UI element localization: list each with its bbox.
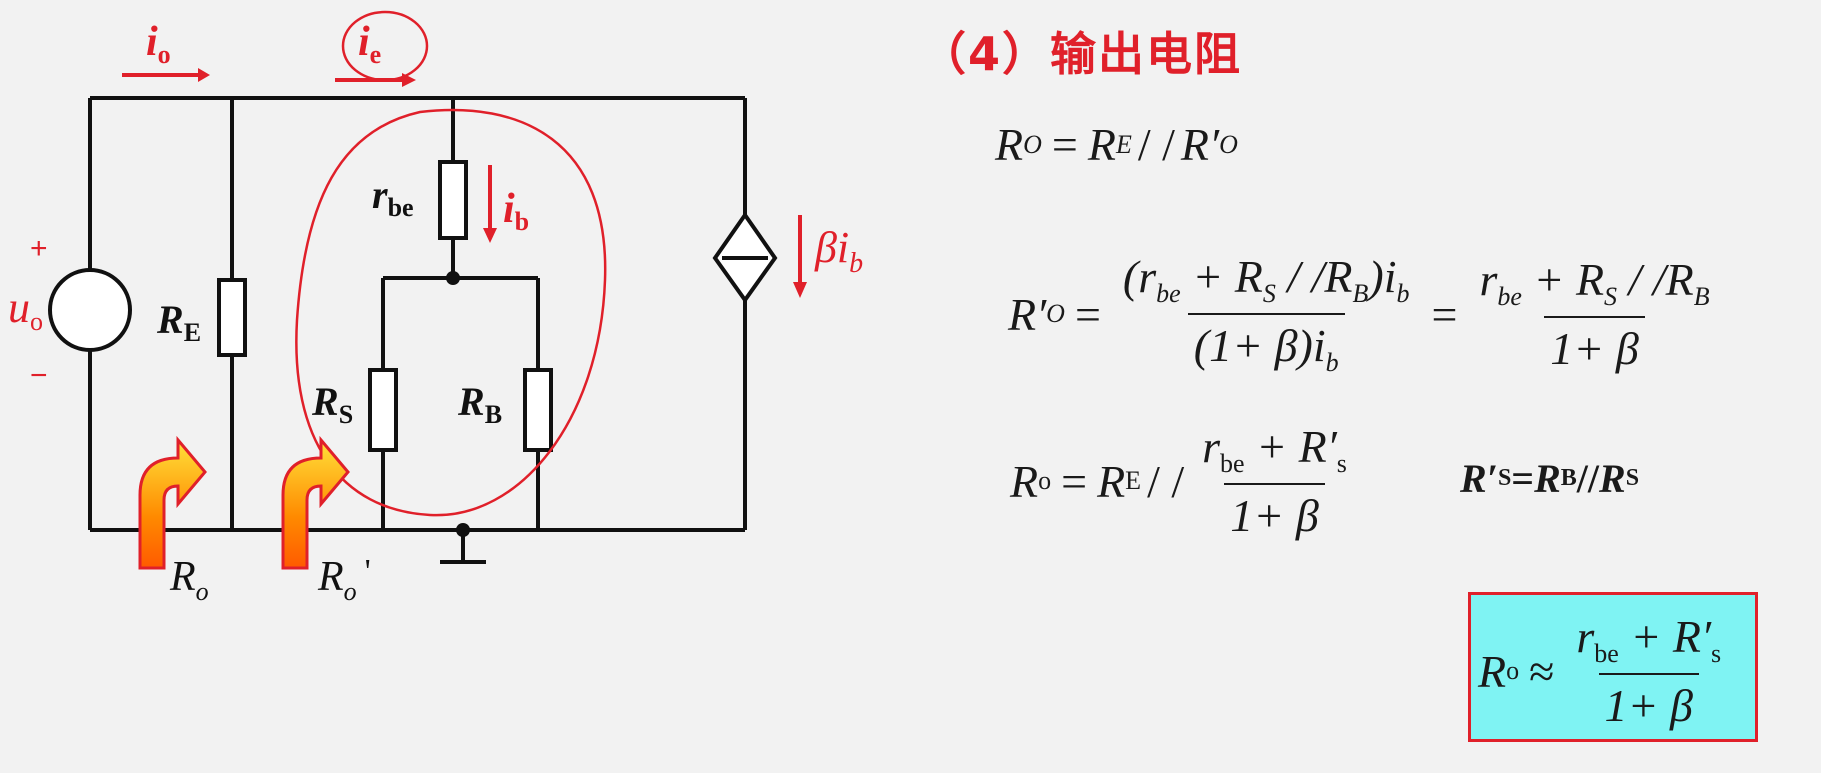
beta-ib-arrowhead-icon [793, 282, 807, 298]
curved-arrow-icon [281, 435, 350, 570]
ib-label: ib [503, 186, 529, 236]
equation-ro-prime: R′O = (rbe + RS / /RB)ib (1+ β)ib = rbe … [1008, 251, 1710, 377]
circuit-wires [88, 96, 747, 560]
subcircuit-highlight-circle-icon [295, 108, 607, 517]
resistor-icon [368, 368, 398, 452]
junction-dot [446, 271, 460, 285]
voltage-source-icon [48, 268, 132, 352]
ib-arrowhead-icon [483, 228, 497, 243]
ie-highlight-circle-icon [341, 10, 429, 82]
io-arrowhead-icon [198, 68, 210, 82]
result-box [1468, 592, 1758, 742]
uo-minus-label: − [30, 359, 48, 392]
io-label: io [146, 19, 171, 69]
section-title: （4）输出电阻 [920, 27, 1243, 81]
beta-ib-label: βib [814, 223, 863, 279]
rb-label: RB [457, 379, 502, 429]
ie-label: ie [358, 19, 381, 69]
curved-arrow-icon [138, 435, 207, 570]
dependent-current-source-icon [712, 211, 778, 304]
rs-label: RS [311, 379, 353, 429]
junction-dot [456, 523, 470, 537]
uo-label: uo [8, 283, 43, 336]
resistor-icon [217, 278, 247, 357]
rbe-label: rbe [372, 172, 414, 222]
re-label: RE [156, 297, 201, 347]
ro-prime-label: Ro' [317, 553, 371, 606]
resistor-icon [438, 160, 468, 240]
ro-label: Ro [169, 554, 209, 606]
circuit-diagram: io ie ib βib + uo − RE rbe RS RB Ro Ro' [8, 10, 863, 606]
uo-plus-label: + [30, 232, 48, 265]
resistor-icon [523, 368, 553, 452]
